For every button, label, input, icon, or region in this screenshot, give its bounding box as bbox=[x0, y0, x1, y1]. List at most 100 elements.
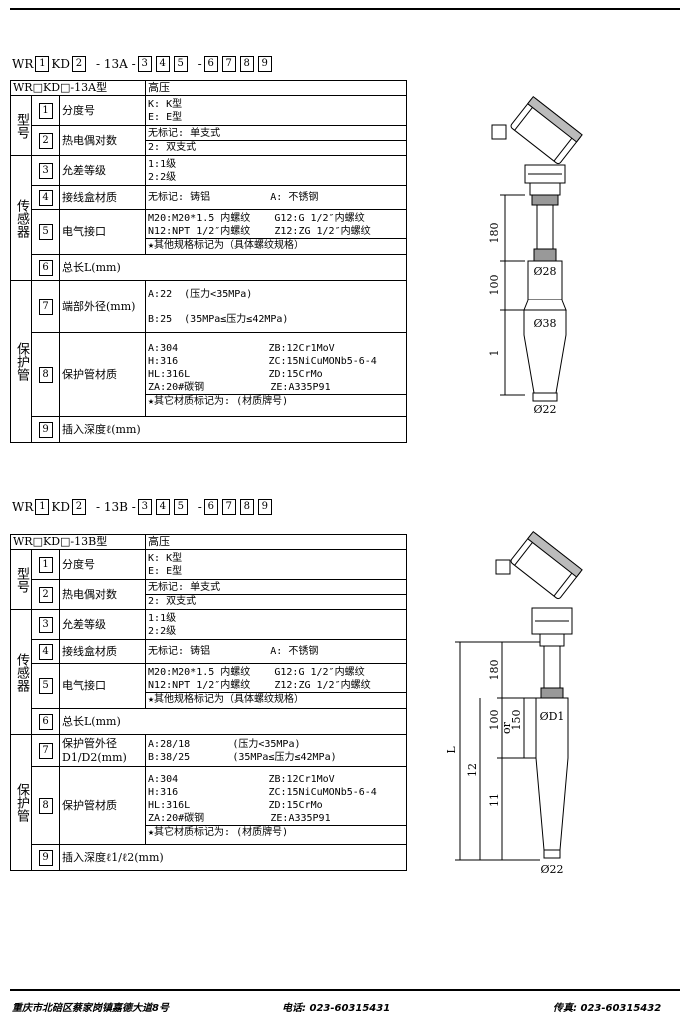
thermocouple-drawing-b: L 180 100 or 150 12 11 ØD1 Ø22 bbox=[445, 530, 583, 875]
code-mid: KD bbox=[51, 57, 70, 71]
code-suffix: - 13B - bbox=[95, 500, 136, 514]
code-box-6: 6 bbox=[203, 56, 218, 72]
table-header-desc: 高压 bbox=[145, 534, 407, 550]
row-number: 6 bbox=[31, 708, 60, 735]
row-number: 5 bbox=[31, 209, 60, 255]
row-number: 6 bbox=[31, 254, 60, 281]
row-item: 总长L(mm) bbox=[59, 708, 407, 735]
row-values: K: K型 E: E型 bbox=[145, 95, 407, 126]
row-number: 7 bbox=[31, 280, 60, 333]
row-values: A:22 (压力<35MPa) B:25 (35MPa≤压力≤42MPa) bbox=[145, 280, 407, 333]
dim-label: 180 bbox=[488, 660, 501, 681]
row-item: 总长L(mm) bbox=[59, 254, 407, 281]
row-item: 分度号 bbox=[58, 95, 147, 126]
group-label-protect: 保护管 bbox=[10, 734, 32, 871]
group-label-protect: 保护管 bbox=[10, 280, 32, 443]
code-box-6: 6 bbox=[203, 499, 218, 515]
code-box-1: 1 bbox=[35, 499, 50, 515]
row-item: 电气接口 bbox=[58, 209, 147, 255]
row-item: 电气接口 bbox=[58, 663, 147, 709]
row-number: 2 bbox=[31, 579, 60, 610]
row-item: 热电偶对数 bbox=[58, 579, 147, 610]
diameter-label: Ø22 bbox=[540, 863, 563, 875]
spec-table-b: WR□KD□-13B型 高压 型号 1 分度号 K: K型 E: E型 2 热电… bbox=[9, 534, 407, 871]
dim-label: 180 bbox=[488, 223, 501, 244]
dim-label: L bbox=[445, 746, 458, 754]
row-item: 插入深度ℓ1/ℓ2(mm) bbox=[59, 844, 407, 871]
dim-label: 100 bbox=[488, 710, 501, 731]
row-values: 无标记: 铸铝 A: 不锈钢 bbox=[145, 639, 407, 664]
row-number: 9 bbox=[31, 416, 60, 443]
footer-phone: 电话: 023-60315431 bbox=[282, 1003, 391, 1014]
row-number: 4 bbox=[31, 185, 60, 210]
row-number: 8 bbox=[31, 766, 60, 845]
footer-address: 重庆市北碚区蔡家岗镇嘉德大道8号 bbox=[12, 1003, 169, 1014]
row-values: A:304 ZB:12Cr1MoV H:316 ZC:15NiCuMONb5-6… bbox=[145, 332, 407, 417]
row-number: 4 bbox=[31, 639, 60, 664]
dim-label: 12 bbox=[466, 763, 479, 777]
code-box-1: 1 bbox=[35, 56, 50, 72]
table-header-desc: 高压 bbox=[145, 80, 407, 96]
dim-label: 100 bbox=[488, 275, 501, 296]
group-label-sensor: 传感器 bbox=[10, 155, 32, 281]
code-box-3: 3 bbox=[137, 499, 152, 515]
dim-label: or bbox=[500, 721, 513, 734]
table-header-model: WR□KD□-13B型 bbox=[9, 534, 147, 550]
code-box-7: 7 bbox=[221, 499, 236, 515]
row-item: 热电偶对数 bbox=[58, 125, 147, 156]
row-number: 3 bbox=[31, 609, 60, 640]
row-values: 无标记: 单支式 2: 双支式 bbox=[145, 125, 407, 156]
code-box-5: 5 bbox=[173, 499, 188, 515]
code-box-7: 7 bbox=[221, 56, 236, 72]
row-item: 接线盒材质 bbox=[58, 639, 147, 664]
code-box-9: 9 bbox=[257, 499, 272, 515]
row-values: M20:M20*1.5 内螺纹 G12:G 1/2″内螺纹 N12:NPT 1/… bbox=[145, 209, 407, 255]
row-item: 接线盒材质 bbox=[58, 185, 147, 210]
diameter-label: ØD1 bbox=[540, 710, 565, 723]
code-mid: KD bbox=[51, 500, 70, 514]
row-values: 无标记: 铸铝 A: 不锈钢 bbox=[145, 185, 407, 210]
row-item: 允差等级 bbox=[58, 155, 147, 186]
row-values: K: K型 E: E型 bbox=[145, 549, 407, 580]
row-number: 1 bbox=[31, 549, 60, 580]
table-header-model: WR□KD□-13A型 bbox=[9, 80, 147, 96]
group-label-model: 型号 bbox=[10, 549, 32, 610]
dim-label: 11 bbox=[488, 793, 501, 807]
row-number: 7 bbox=[31, 734, 60, 767]
code-box-2: 2 bbox=[71, 499, 86, 515]
row-number: 1 bbox=[31, 95, 60, 126]
row-item: 保护管外径 D1/D2(mm) bbox=[58, 734, 147, 767]
row-values: 1:1级 2:2级 bbox=[145, 609, 407, 640]
row-values: A:28/18 (压力<35MPa) B:38/25 (35MPa≤压力≤42M… bbox=[145, 734, 407, 767]
code-box-4: 4 bbox=[155, 499, 170, 515]
row-number: 5 bbox=[31, 663, 60, 709]
group-label-model: 型号 bbox=[10, 95, 32, 156]
row-item: 分度号 bbox=[58, 549, 147, 580]
row-number: 9 bbox=[31, 844, 60, 871]
code-box-8: 8 bbox=[239, 499, 254, 515]
dim-label: 1 bbox=[488, 350, 501, 357]
code-box-8: 8 bbox=[239, 56, 254, 72]
diameter-label: Ø22 bbox=[533, 403, 556, 416]
model-code-a: WR 1 KD 2 - 13A - 3 4 5 - 6 7 8 9 bbox=[12, 54, 274, 74]
code-prefix: WR bbox=[12, 57, 34, 71]
code-box-4: 4 bbox=[155, 56, 170, 72]
row-item: 保护管材质 bbox=[58, 332, 147, 417]
row-item: 允差等级 bbox=[58, 609, 147, 640]
group-label-sensor: 传感器 bbox=[10, 609, 32, 735]
footer-fax: 传真: 023-60315432 bbox=[553, 1003, 662, 1014]
row-item: 端部外径(mm) bbox=[58, 280, 147, 333]
row-item: 插入深度ℓ(mm) bbox=[59, 416, 407, 443]
code-box-2: 2 bbox=[71, 56, 86, 72]
row-number: 8 bbox=[31, 332, 60, 417]
thermocouple-drawing-a: 180 100 1 Ø28 Ø38 Ø22 bbox=[488, 95, 583, 416]
bottom-rule bbox=[10, 989, 680, 991]
code-dash: - bbox=[197, 57, 202, 71]
row-item: 保护管材质 bbox=[58, 766, 147, 845]
dim-label: 150 bbox=[510, 710, 523, 731]
spec-table-a: WR□KD□-13A型 高压 型号 1 分度号 K: K型 E: E型 2 热电… bbox=[9, 80, 407, 443]
model-code-b: WR 1 KD 2 - 13B - 3 4 5 - 6 7 8 9 bbox=[12, 497, 274, 517]
code-dash: - bbox=[197, 500, 202, 514]
code-box-9: 9 bbox=[257, 56, 272, 72]
row-number: 2 bbox=[31, 125, 60, 156]
